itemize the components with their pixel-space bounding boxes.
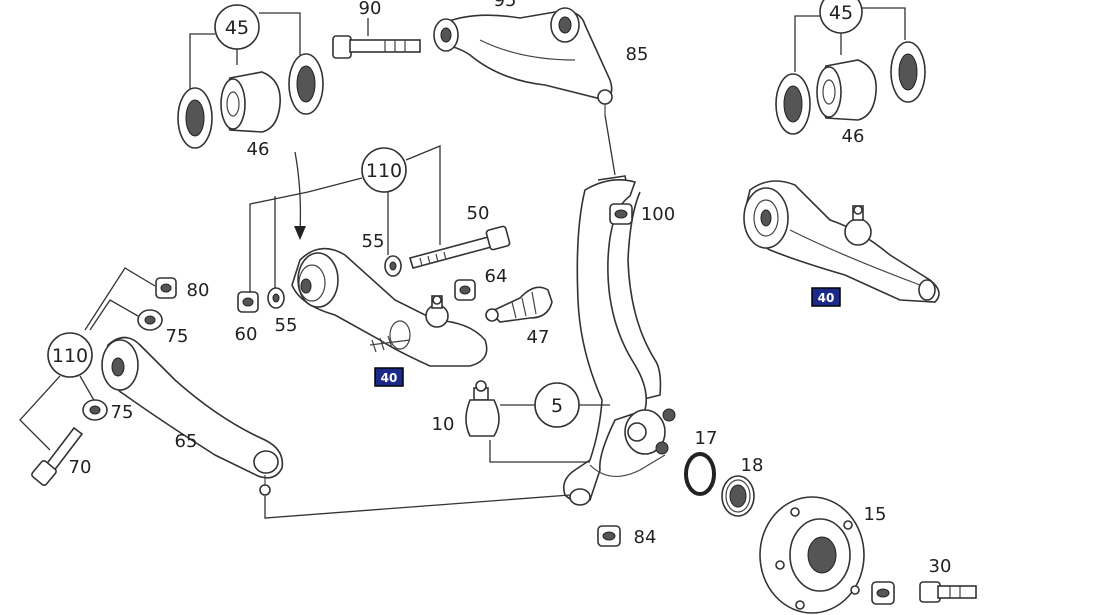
part-label-100: 100 — [641, 204, 675, 225]
part-label-55-top: 55 — [362, 231, 385, 252]
part-label-90: 90 — [359, 0, 382, 19]
part-label-45-right: 45 — [829, 2, 853, 24]
part-label-85: 85 — [626, 44, 649, 65]
nut-84: 84 — [597, 525, 657, 548]
callout-circle-110-top — [361, 147, 407, 193]
part-label-18: 18 — [741, 455, 764, 476]
callout-circle-110-left — [47, 332, 93, 378]
part-label-60: 60 — [235, 324, 258, 345]
part-label-45-left: 45 — [225, 17, 249, 39]
lower-arm-right: 40 — [743, 180, 940, 307]
bolt-90: 90 — [332, 0, 421, 59]
part-label-84: 84 — [634, 527, 657, 548]
wheel-hub-15: 15 — [759, 496, 887, 614]
nut-100: 100 — [609, 203, 675, 225]
ball-joint-10: 10 5 — [432, 380, 610, 463]
upper-control-arm-85: 95 85 — [433, 0, 649, 176]
part-label-80: 80 — [187, 280, 210, 301]
part-label-75-bottom: 75 — [111, 402, 134, 423]
bushing-group-right: 45 46 — [775, 0, 926, 147]
part-label-10: 10 — [432, 414, 455, 435]
nut-64-boot-47: 64 47 — [454, 266, 553, 348]
part-label-50: 50 — [467, 203, 490, 224]
left-arm-group: 80 75 110 75 70 65 — [19, 267, 571, 519]
part-label-46-right: 46 — [842, 126, 865, 147]
lower-arm-center: 40 — [291, 247, 488, 387]
part-label-17: 17 — [695, 428, 718, 449]
bushing-group-left: 45 46 — [177, 4, 324, 240]
part-label-46-left: 46 — [247, 139, 270, 160]
part-label-30: 30 — [929, 556, 952, 577]
part-label-55-bottom: 55 — [275, 315, 298, 336]
seal-bearing: 17 18 — [684, 428, 764, 517]
part-label-75-top: 75 — [166, 326, 189, 347]
part-label-64: 64 — [485, 266, 508, 287]
reference-badge-center — [374, 367, 404, 387]
part-label-95: 95 — [494, 0, 517, 11]
washers-60-55: 60 55 — [235, 287, 298, 345]
part-label-5: 5 — [551, 395, 563, 417]
part-label-110-top: 110 — [366, 160, 402, 182]
part-label-65: 65 — [175, 431, 198, 452]
badge-label-center: 40 — [381, 371, 398, 385]
part-label-110-left: 110 — [52, 345, 88, 367]
bolt-30: 30 — [871, 556, 977, 605]
bolt-group-110-top: 110 55 50 — [249, 145, 511, 296]
part-label-47: 47 — [527, 327, 550, 348]
badge-label-right: 40 — [818, 291, 835, 305]
steering-knuckle — [562, 175, 676, 506]
part-label-70: 70 — [69, 457, 92, 478]
arrow-down-icon — [294, 226, 306, 240]
part-label-15: 15 — [864, 504, 887, 525]
reference-badge-right — [811, 287, 841, 307]
